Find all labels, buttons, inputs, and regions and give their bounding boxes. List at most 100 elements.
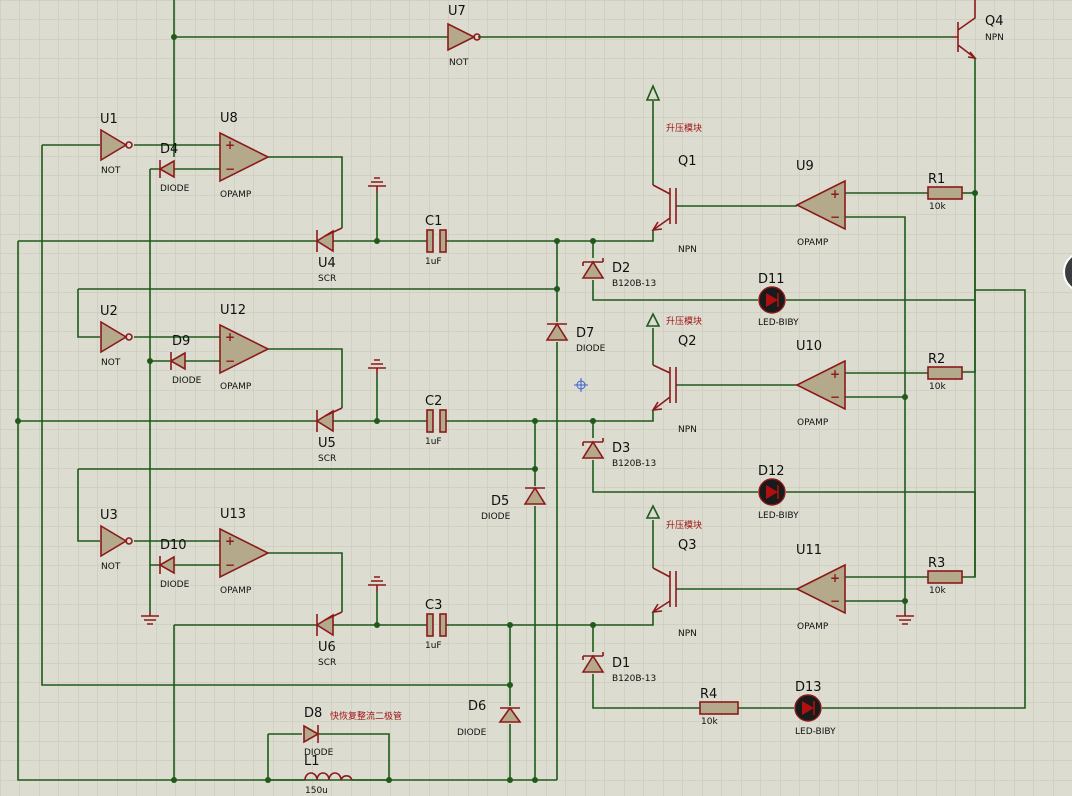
d3-ref: D3 — [612, 441, 630, 456]
d10-ref: D10 — [160, 538, 187, 553]
inductor-l1[interactable]: L1 150u — [304, 754, 353, 796]
u7-val: NOT — [449, 58, 469, 68]
diode-d6[interactable]: D6 DIODE — [457, 699, 522, 738]
diode-d7[interactable]: D7 DIODE — [545, 322, 606, 354]
d8-val: DIODE — [304, 748, 334, 758]
capacitor-c1[interactable]: C1 1uF — [425, 214, 447, 267]
u11-ref: U11 — [796, 543, 822, 558]
opamp-u10[interactable]: +− U10 OPAMP — [795, 339, 846, 428]
c3-ref: C3 — [425, 598, 442, 613]
scr-u5[interactable]: U5 SCR — [315, 407, 343, 464]
d9-val: DIODE — [172, 376, 202, 386]
q2-ref: Q2 — [678, 334, 697, 349]
u6-val: SCR — [318, 658, 336, 668]
d6-ref: D6 — [468, 699, 486, 714]
d3-val: B120B-13 — [612, 459, 656, 469]
u12-ref: U12 — [220, 303, 246, 318]
d7-ref: D7 — [576, 326, 594, 341]
u1-ref: U1 — [100, 112, 118, 127]
q3-ref: Q3 — [678, 538, 697, 553]
not-gate-u2[interactable]: U2 NOT — [100, 304, 133, 368]
u9-ref: U9 — [796, 159, 814, 174]
opamp-u8[interactable]: + − U8 OPAMP — [219, 111, 270, 200]
wires — [17, 0, 1026, 781]
d4-val: DIODE — [160, 184, 190, 194]
d13-ref: D13 — [795, 680, 822, 695]
d7-val: DIODE — [576, 344, 606, 354]
origin-marker-icon — [574, 378, 588, 392]
svg-text:−: − — [830, 210, 840, 224]
scr-u6[interactable]: U6 SCR — [315, 611, 343, 668]
u13-ref: U13 — [220, 507, 246, 522]
resistor-r2[interactable]: R2 10k — [927, 352, 963, 392]
d12-ref: D12 — [758, 464, 785, 479]
boost-note-2: 升压模块 — [666, 315, 702, 327]
d1-val: B120B-13 — [612, 674, 656, 684]
u11-val: OPAMP — [797, 622, 829, 632]
resistor-r4[interactable]: R4 10k — [699, 687, 739, 727]
diode-d4[interactable]: D4 DIODE — [158, 142, 190, 194]
u4-ref: U4 — [318, 256, 336, 271]
svg-text:−: − — [225, 354, 235, 368]
u3-val: NOT — [101, 562, 121, 572]
diode-d8[interactable]: D8 DIODE 快恢复整流二极管 — [303, 706, 402, 758]
d11-ref: D11 — [758, 272, 785, 287]
diode-d5[interactable]: D5 DIODE — [481, 486, 547, 522]
diode-d10[interactable]: D10 DIODE — [158, 538, 190, 590]
d4-ref: D4 — [160, 142, 178, 157]
u4-val: SCR — [318, 274, 336, 284]
r2-ref: R2 — [928, 352, 945, 367]
svg-text:−: − — [225, 162, 235, 176]
diode-d1[interactable]: D1 B120B-13 — [581, 652, 656, 684]
u8-val: OPAMP — [220, 190, 252, 200]
opamp-u13[interactable]: +− U13 OPAMP — [219, 507, 270, 596]
d8-ref: D8 — [304, 706, 322, 721]
u7-ref: U7 — [448, 4, 466, 19]
side-panel-toggle-button[interactable] — [1063, 252, 1072, 292]
opamp-u11[interactable]: +− U11 OPAMP — [795, 543, 846, 632]
transistor-q1[interactable]: Q1 NPN — [651, 154, 697, 255]
u13-val: OPAMP — [220, 586, 252, 596]
transistor-q4[interactable]: Q4 NPN — [952, 0, 1004, 60]
u9-val: OPAMP — [797, 238, 829, 248]
svg-text:+: + — [225, 138, 235, 152]
led-d13[interactable]: D13 LED-BIBY — [794, 680, 836, 737]
d9-ref: D9 — [172, 334, 190, 349]
d11-val: LED-BIBY — [758, 318, 799, 328]
not-gate-u1[interactable]: U1 NOT — [100, 112, 133, 176]
diode-d3[interactable]: D3 B120B-13 — [581, 438, 656, 469]
d13-val: LED-BIBY — [795, 727, 836, 737]
capacitor-c2[interactable]: C2 1uF — [425, 394, 447, 447]
u10-ref: U10 — [796, 339, 822, 354]
u8-ref: U8 — [220, 111, 238, 126]
diode-d9[interactable]: D9 DIODE — [169, 334, 202, 386]
d12-val: LED-BIBY — [758, 511, 799, 521]
d10-val: DIODE — [160, 580, 190, 590]
c3-val: 1uF — [425, 641, 442, 651]
scr-u4[interactable]: U4 SCR — [315, 227, 343, 284]
led-d11[interactable]: D11 LED-BIBY — [758, 272, 799, 328]
q4-ref: Q4 — [985, 14, 1004, 29]
r4-ref: R4 — [700, 687, 717, 702]
boost-arrows: 升压模块 升压模块 升压模块 — [645, 83, 702, 531]
capacitor-c3[interactable]: C3 1uF — [425, 598, 447, 651]
transistor-q2[interactable]: Q2 NPN — [651, 334, 697, 435]
d2-val: B120B-13 — [612, 279, 656, 289]
q4-val: NPN — [985, 33, 1004, 43]
q2-val: NPN — [678, 425, 697, 435]
not-gate-u3[interactable]: U3 NOT — [100, 508, 133, 572]
opamp-u12[interactable]: +− U12 OPAMP — [219, 303, 270, 392]
resistor-r1[interactable]: R1 10k — [927, 172, 963, 212]
led-d12[interactable]: D12 LED-BIBY — [758, 464, 799, 521]
diode-d2[interactable]: D2 B120B-13 — [581, 258, 656, 289]
not-gate-u7[interactable]: U7 NOT — [447, 4, 481, 68]
svg-text:+: + — [225, 534, 235, 548]
resistor-r3[interactable]: R3 10k — [927, 556, 963, 596]
d2-ref: D2 — [612, 261, 630, 276]
u12-val: OPAMP — [220, 382, 252, 392]
opamp-u9[interactable]: +− U9 OPAMP — [795, 159, 846, 248]
l1-val: 150u — [305, 786, 328, 796]
boost-note-3: 升压模块 — [666, 519, 702, 531]
transistor-q3[interactable]: Q3 NPN — [651, 538, 697, 639]
